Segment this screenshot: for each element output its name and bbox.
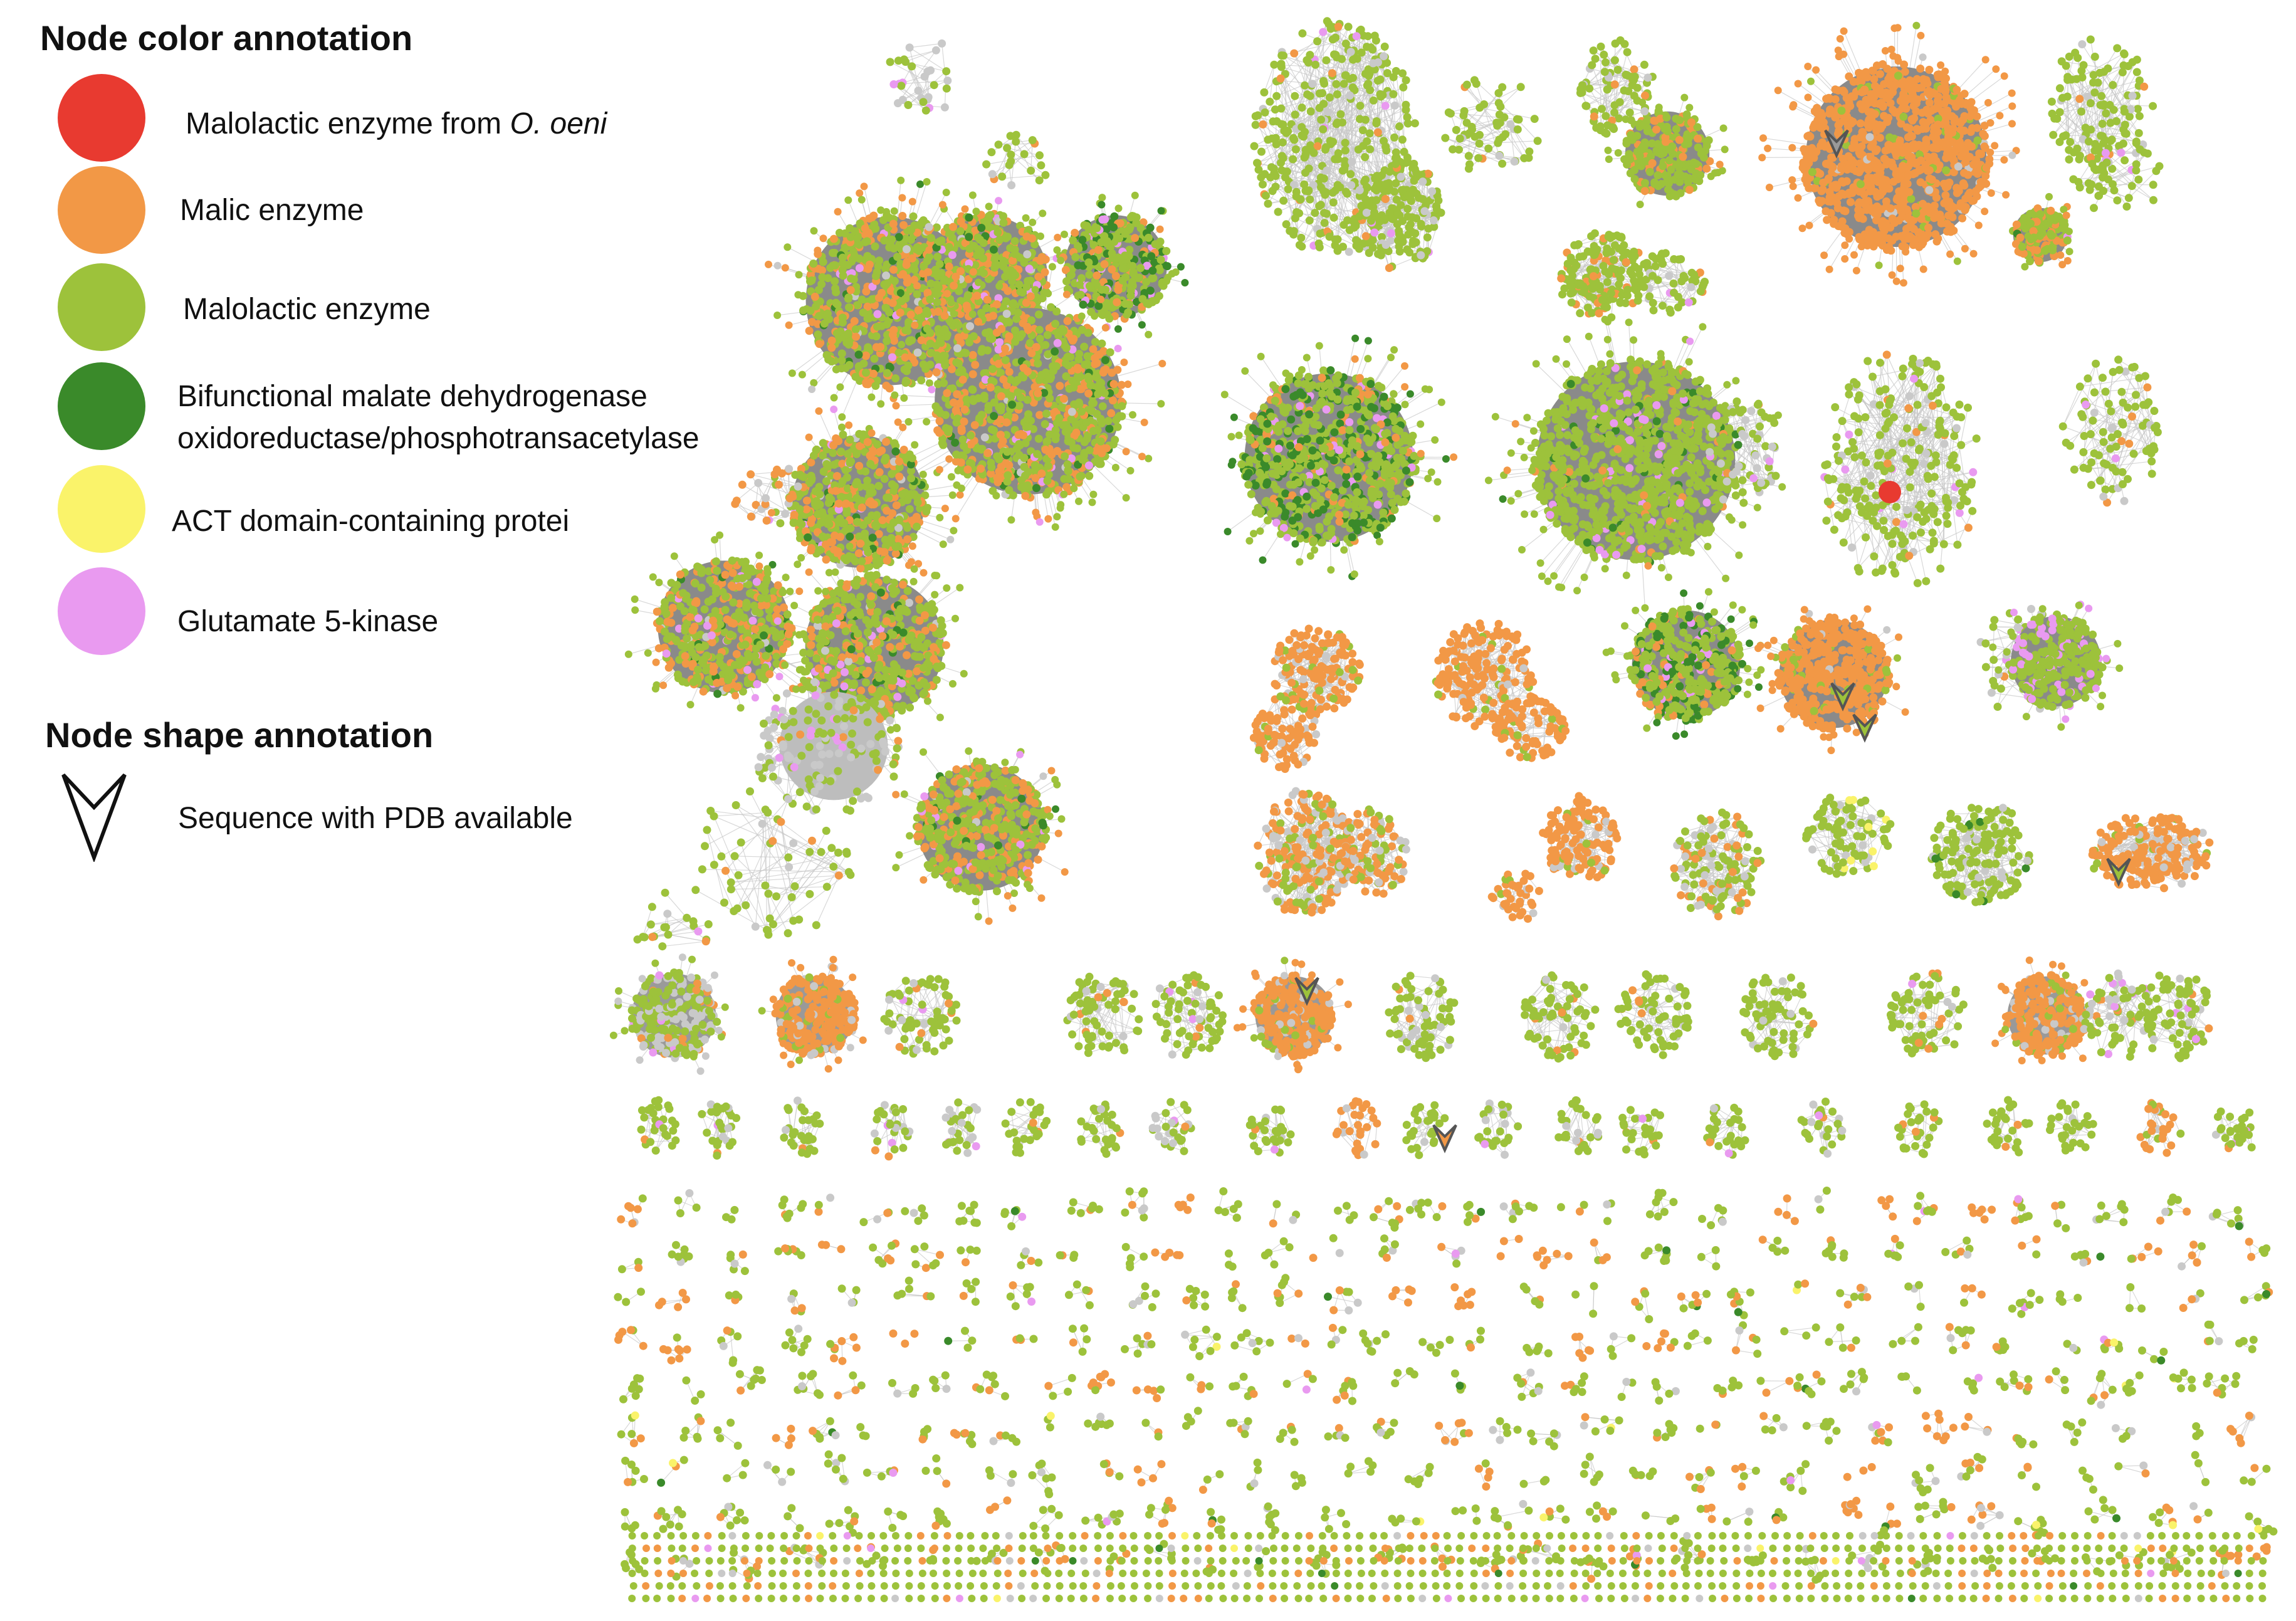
edge (736, 805, 849, 873)
edge (1932, 1000, 1936, 1046)
edge (731, 876, 839, 883)
edge (737, 843, 793, 908)
edge (714, 812, 768, 816)
edge (768, 872, 849, 935)
edge (2086, 364, 2096, 404)
edge (2063, 387, 2080, 426)
edge (707, 830, 768, 931)
edge (663, 942, 706, 947)
edge (750, 792, 789, 868)
edge (1638, 301, 1682, 303)
edge (731, 887, 827, 889)
edge (1479, 141, 1538, 144)
edge (1548, 1039, 1582, 1043)
